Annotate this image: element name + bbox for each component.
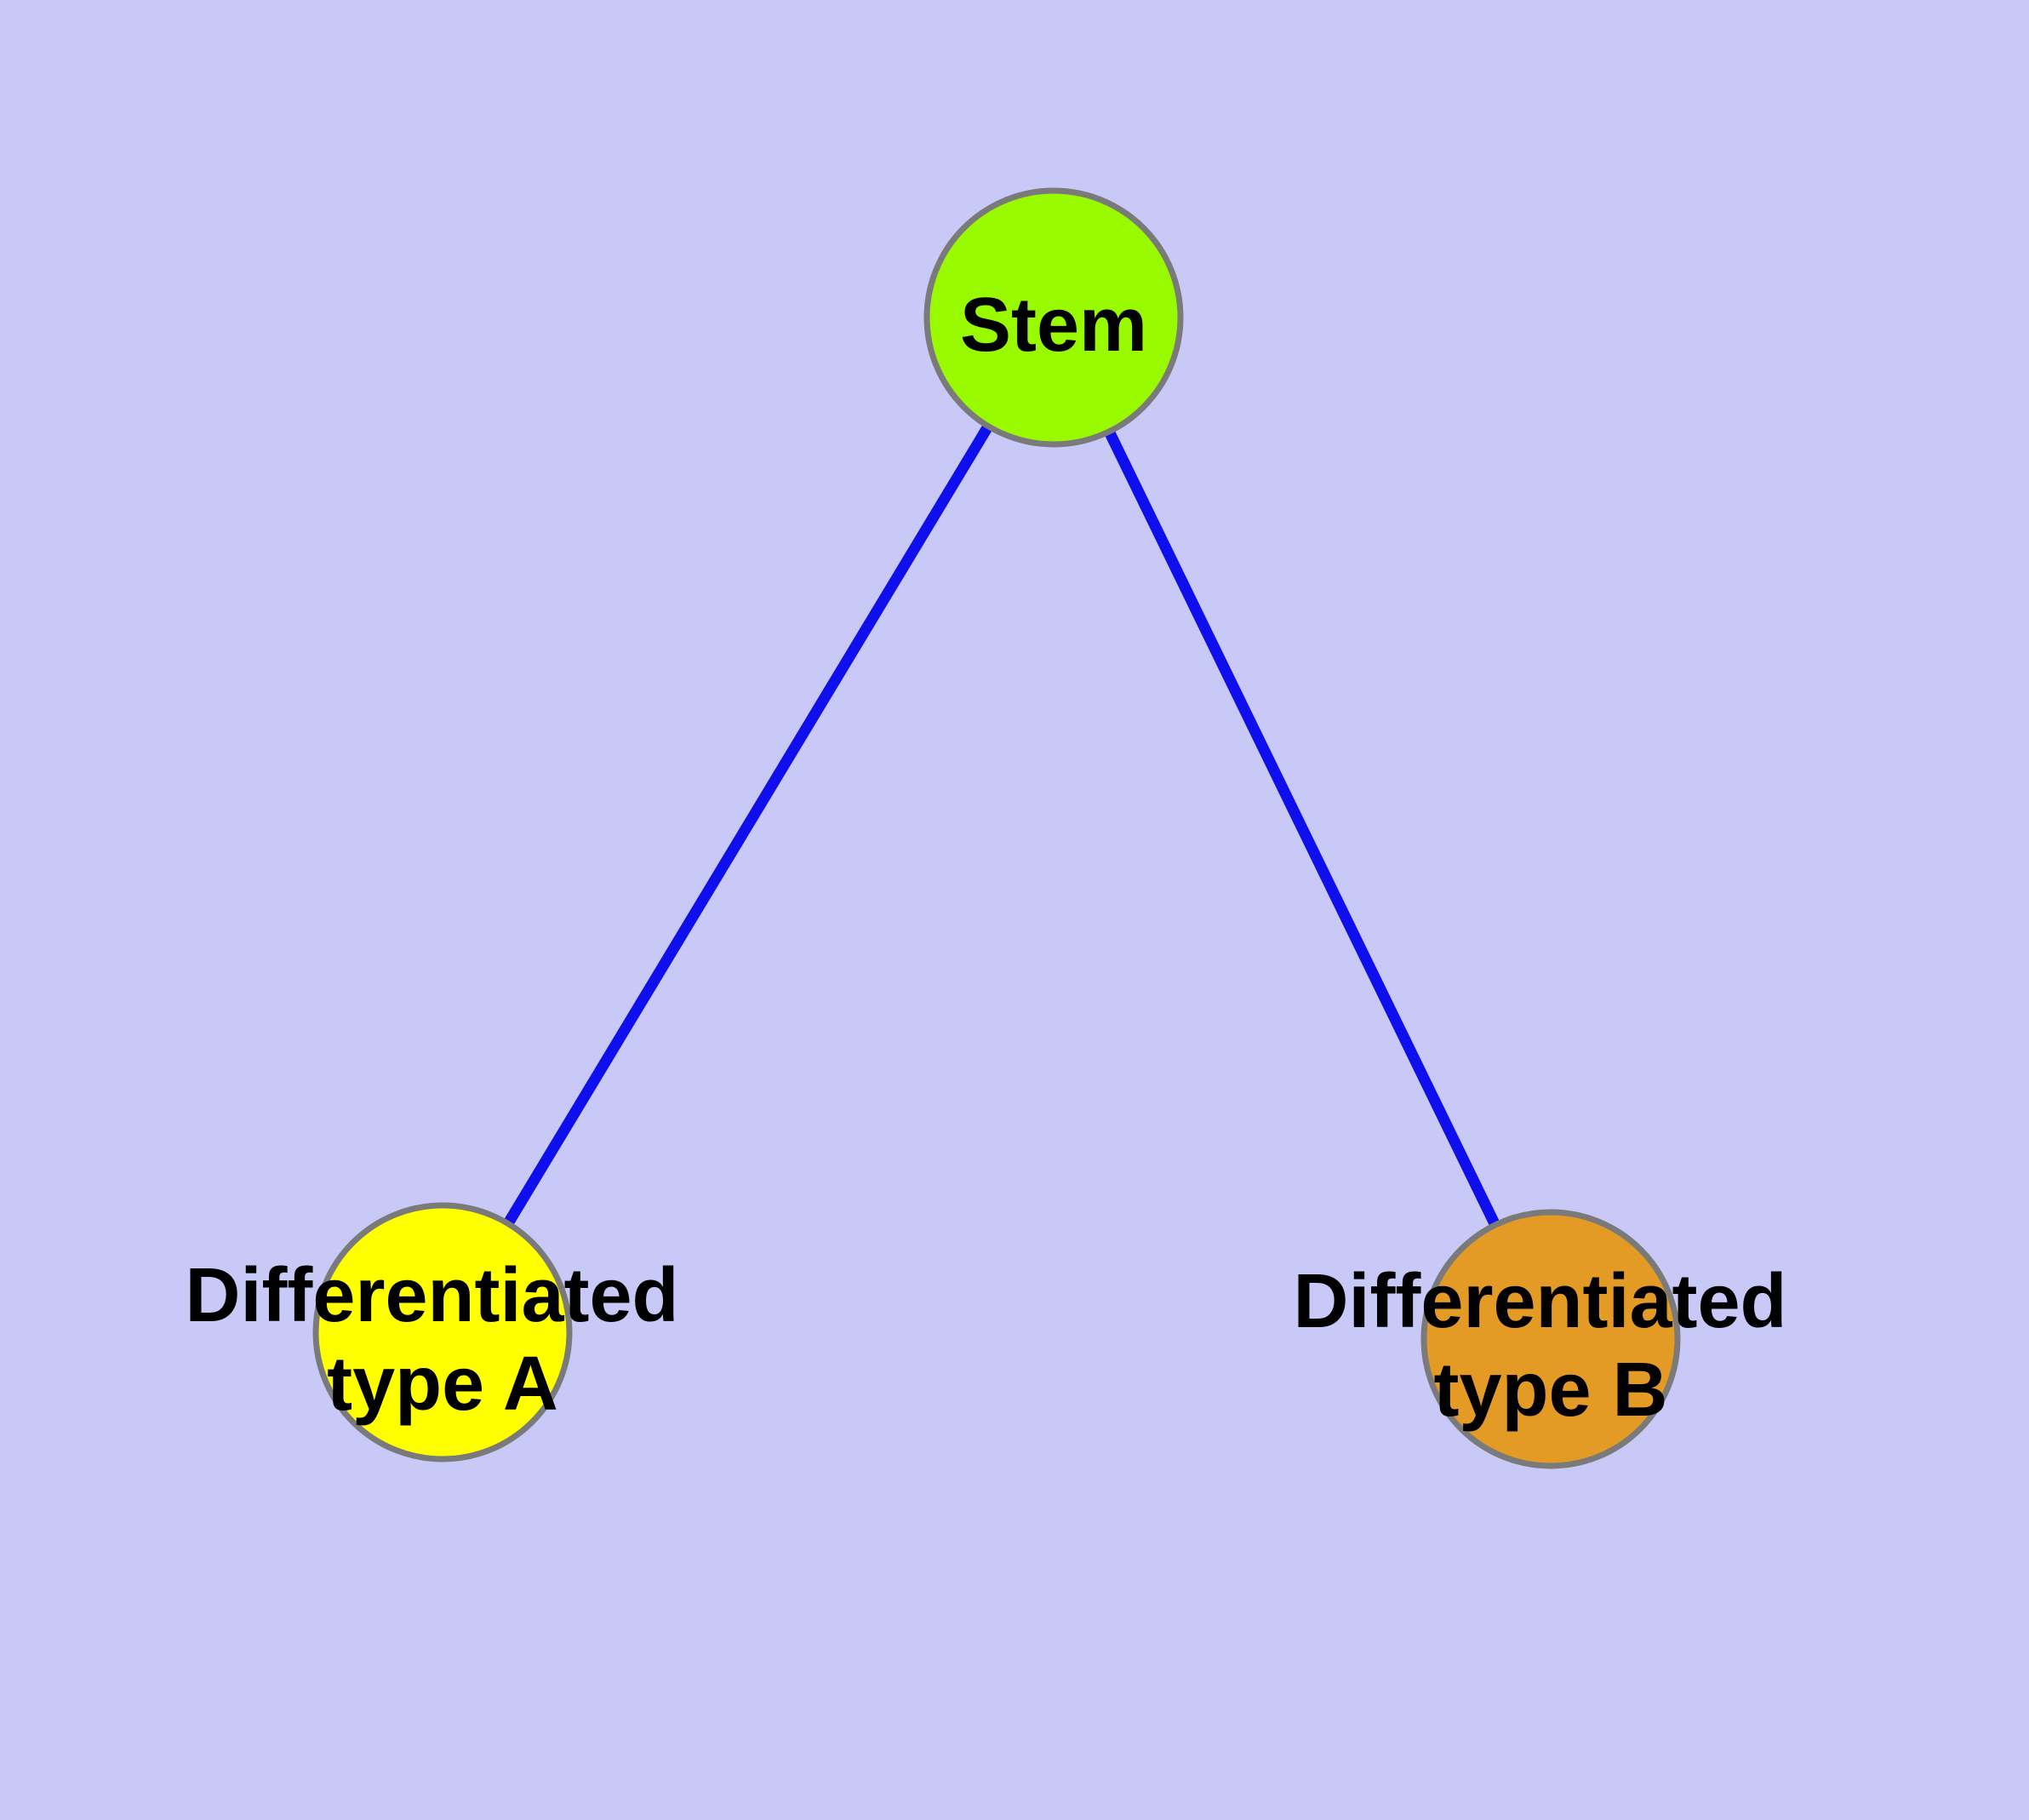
node-type-b-label-line2: type B bbox=[1433, 1348, 1667, 1433]
node-type-a-circle bbox=[312, 1202, 573, 1462]
node-stem-label-line1: Stem bbox=[960, 283, 1147, 368]
node-type-b-label-line1: Differentiated bbox=[1293, 1259, 1786, 1344]
node-type-a-label-line1: Differentiated bbox=[185, 1253, 678, 1338]
node-type-b-circle bbox=[1420, 1209, 1681, 1469]
node-stem-circle bbox=[923, 187, 1184, 448]
node-type-a-label-line2: type A bbox=[327, 1342, 558, 1427]
node-stem-label: Stem bbox=[960, 283, 1147, 368]
node-type-a-label: Differentiated type A bbox=[185, 1253, 700, 1427]
edge-stem-to-type-b bbox=[1049, 315, 1556, 1342]
node-type-b-label: Differentiated type B bbox=[1293, 1259, 1808, 1433]
edge-stem-to-type-a bbox=[437, 314, 1059, 1336]
